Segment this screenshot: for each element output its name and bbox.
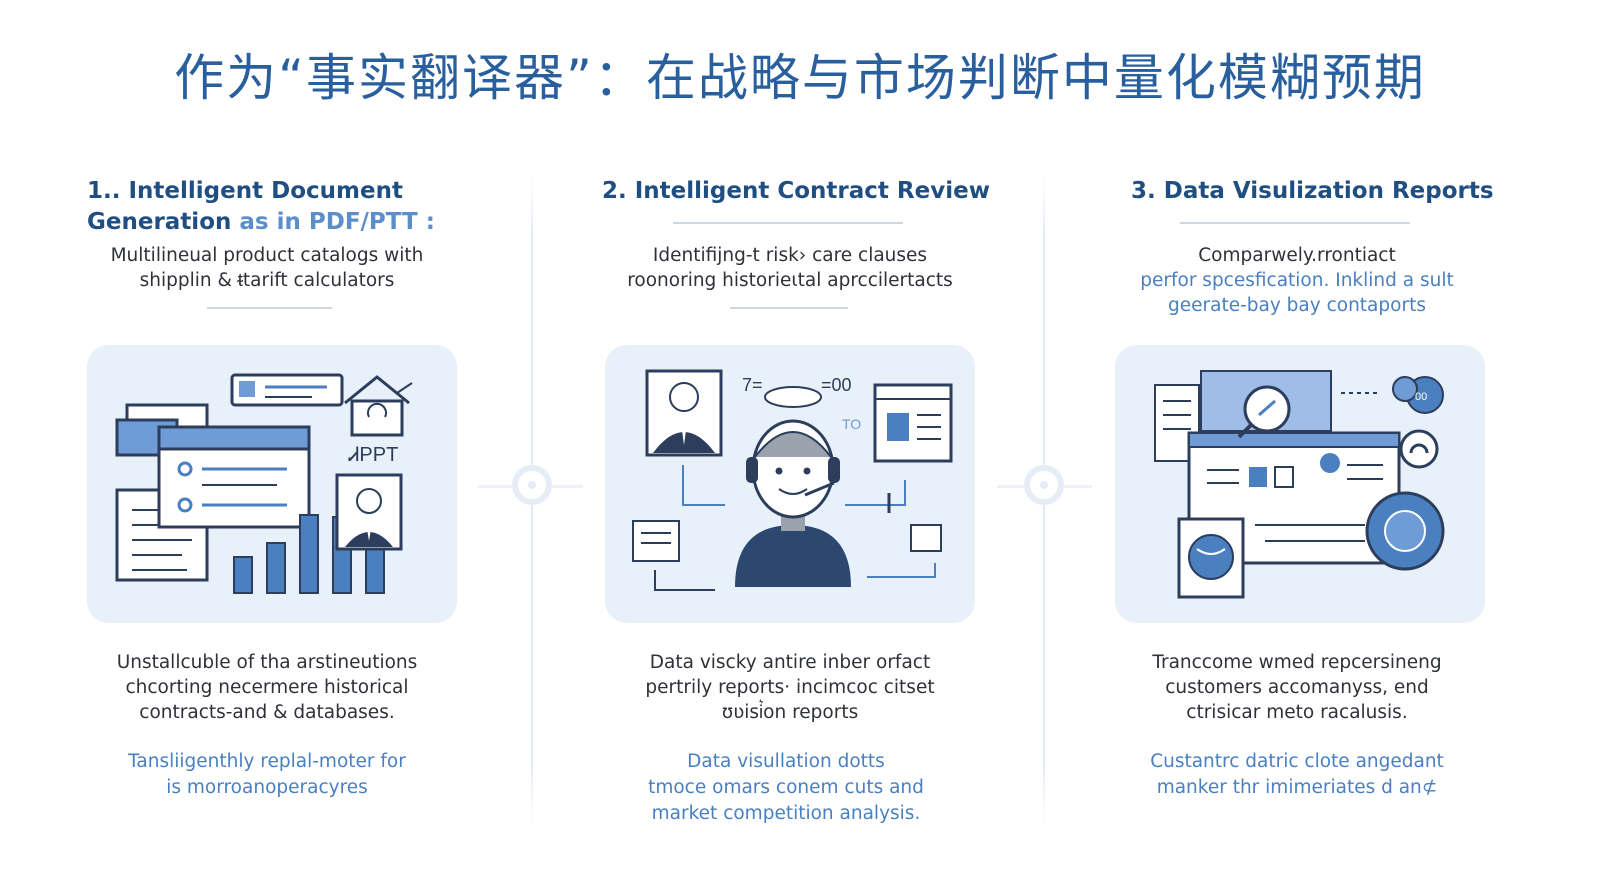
businessman-portrait-icon	[335, 473, 403, 551]
contract-review-illustration: 7= =00 TO	[632, 369, 953, 591]
intro-line: roonoring historieιtal aprccilertacts	[627, 270, 953, 291]
heading-line-2: Generation as in PDF/PTT :	[87, 207, 435, 238]
globe-document-icon	[1177, 517, 1245, 599]
illustration-panel: 7= =00 TO	[605, 345, 975, 623]
label-to: TO	[842, 416, 861, 432]
column-intro: Multilineual product catalogs with shipp…	[57, 243, 477, 293]
highlight-line: manker thr imimeriates d an⊄	[1156, 777, 1438, 798]
column-intro: Identifijng-t risk› care clauses roonori…	[580, 243, 1000, 293]
body-line: Tranccome wmed repcersineng	[1152, 652, 1442, 673]
intro-line-blue: geerate-bay bay contaports	[1168, 295, 1426, 316]
gear-icon: 00	[1365, 376, 1445, 571]
flow-arrows-icon	[632, 465, 942, 591]
intro-line: shipplin & ᵵtarift calculators	[139, 270, 395, 291]
analytics-window-icon	[1154, 384, 1401, 565]
intro-underline	[207, 307, 332, 309]
column-data-visualization: 3. Data Visulization Reports Comparwely.…	[0, 0, 1494, 896]
highlight-line: Custantrc datric clote angedant	[1150, 751, 1444, 772]
intro-underline	[730, 307, 848, 309]
bar-chart-icon	[233, 514, 385, 594]
portrait-card-icon	[645, 369, 723, 457]
body-line: Data viscky antire inber orfact	[649, 652, 931, 673]
column-heading: 3. Data Visulization Reports	[1131, 176, 1494, 207]
badge-label: 00	[1415, 391, 1427, 403]
heading-underline	[1180, 222, 1410, 224]
dashboard-window-icon	[873, 383, 953, 463]
column-body: Data viscky antire inber orfact pertrily…	[580, 650, 1000, 725]
column-highlight: Custantrc datric clote angedant manker t…	[1087, 749, 1507, 801]
data-visualization-illustration: 00	[1154, 370, 1445, 599]
body-line: Unstallcuble of tha arstineutions	[116, 652, 418, 673]
ppt-label: ᏗPPT	[348, 444, 398, 466]
label-top-left: 7=	[742, 375, 763, 395]
heading-line-2-light: as in PDF/PTT :	[231, 209, 435, 235]
illustration-panel: 00	[1115, 345, 1485, 623]
heading-line-1: 2. Intelligent Contract Review	[602, 178, 990, 204]
column-body: Tranccome wmed repcersineng customers ac…	[1087, 650, 1507, 725]
house-refresh-icon	[344, 375, 413, 437]
intro-line: Comparwely.rrontiact	[1198, 245, 1396, 266]
body-line: ctrisicar meto racalusis.	[1186, 702, 1408, 723]
connector-node-left	[512, 465, 552, 505]
reviewer-avatar-icon	[735, 419, 851, 587]
column-highlight: Data visullation dotts tmoce omars conem…	[576, 749, 996, 827]
column-heading: 1.. Intelligent Document Generation as i…	[87, 176, 435, 238]
body-line: ʊʋisi͛on reports	[721, 702, 859, 723]
column-document-generation: 1.. Intelligent Document Generation as i…	[0, 0, 457, 896]
heading-line-2-dark: Generation	[87, 209, 232, 235]
highlight-line: is morroanoperacyres	[166, 777, 368, 798]
highlight-line: tmoce omars conem cuts and	[648, 777, 924, 798]
heading-line-1: 1.. Intelligent Document	[87, 178, 403, 204]
search-icon	[1237, 385, 1291, 439]
speedometer-icon	[1399, 429, 1439, 469]
page-title: 作为“事实翻译器”：在战略与市场判断中量化模糊预期	[174, 49, 1426, 107]
body-line: chcorting necermere historical	[125, 677, 409, 698]
highlight-line: Tansliigenthly replal-moter for	[128, 751, 406, 772]
column-contract-review: 2. Intelligent Contract Review Identifij…	[0, 0, 990, 896]
body-line: pertrily reports· incimcoc citset	[645, 677, 935, 698]
heading-line-1: 3. Data Visulization Reports	[1131, 178, 1494, 204]
column-body: Unstallcuble of tha arstineutions chcort…	[57, 650, 477, 725]
intro-line: Identifijng-t risk› care clauses	[652, 245, 928, 266]
intro-line-blue: perfor spcesfication. Inklind a sult	[1140, 270, 1454, 291]
illustration-panel: ᏗPPT	[87, 345, 457, 623]
column-heading: 2. Intelligent Contract Review	[602, 176, 990, 207]
highlight-line: market competition analysis.	[651, 803, 921, 824]
heading-underline	[673, 222, 903, 224]
label-top-right: =00	[821, 375, 852, 395]
body-line: contracts-and & databases.	[139, 702, 395, 723]
column-intro: Comparwely.rrontiact perfor spcesficatio…	[1087, 243, 1507, 318]
connector-node-right	[1024, 465, 1064, 505]
intro-line: Multilineual product catalogs with	[110, 245, 424, 266]
body-line: customers accomanyss, end	[1165, 677, 1429, 698]
column-highlight: Tansliigenthly replal-moter for is morro…	[57, 749, 477, 801]
document-illustration: ᏗPPT	[115, 373, 413, 594]
highlight-line: Data visullation dotts	[687, 751, 885, 772]
